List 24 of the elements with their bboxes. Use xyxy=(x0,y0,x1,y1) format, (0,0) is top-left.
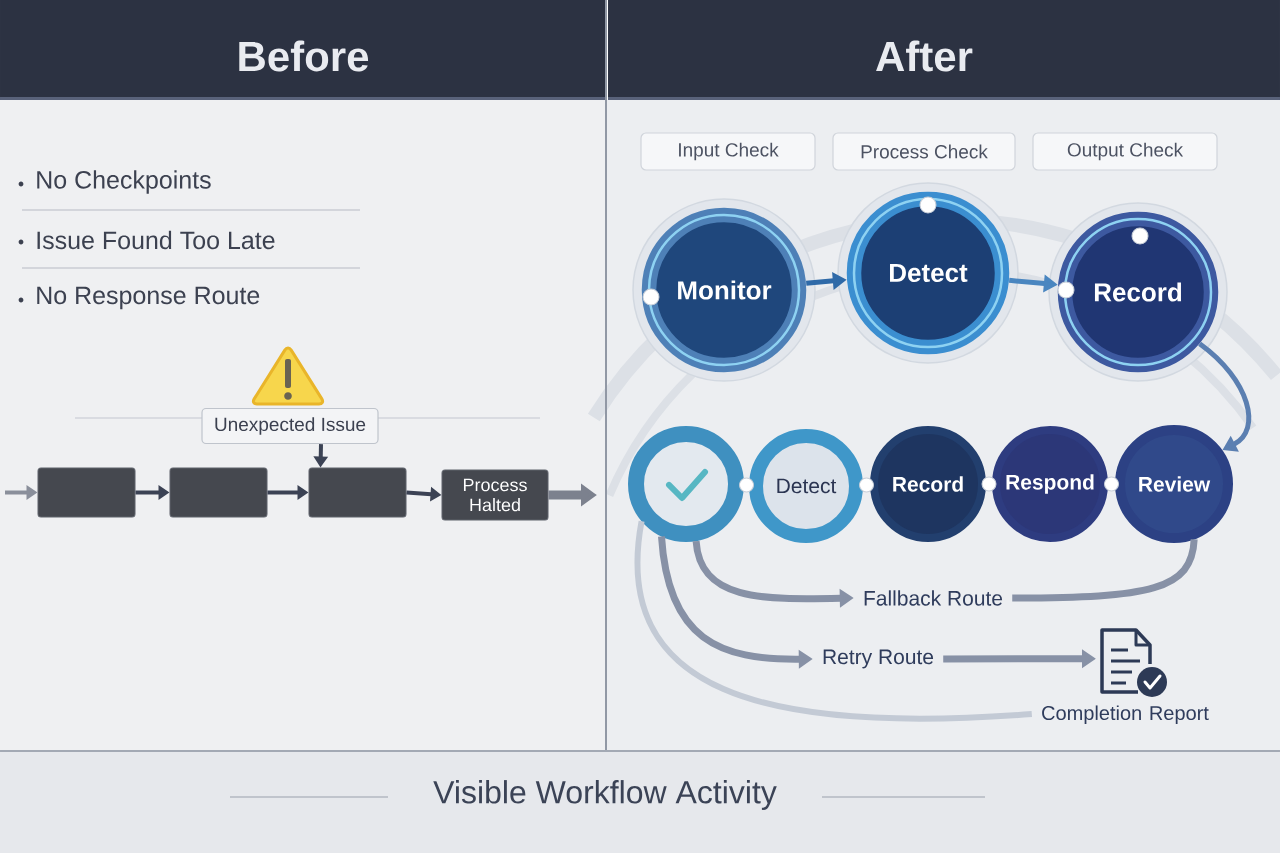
connector-dot xyxy=(1104,476,1119,492)
tag-box: Output Check xyxy=(1032,132,1218,171)
connector-dot xyxy=(981,476,997,492)
route-label: Fallback Route xyxy=(864,590,1003,606)
list-item: No Response Route xyxy=(37,286,260,310)
header-band: After xyxy=(608,0,1280,100)
list-item: No Checkpoints xyxy=(37,170,211,194)
callout-box: Unexpected Issue xyxy=(201,407,379,445)
step-circle xyxy=(628,426,744,542)
connector-line xyxy=(634,520,1032,722)
list-item: Issue Found Too Late xyxy=(37,230,275,250)
header-band: Before xyxy=(0,0,605,100)
caption: Visible Workflow Activity xyxy=(433,780,777,810)
process-box xyxy=(37,467,136,518)
connector-dot xyxy=(859,477,874,493)
tag-box: Process Check xyxy=(832,132,1016,171)
arrow xyxy=(1198,341,1252,452)
connector-dot xyxy=(739,477,754,493)
tag-box: Input Check xyxy=(640,132,816,171)
route-label: Retry Route xyxy=(823,649,934,669)
report-label: Completion Report xyxy=(1042,705,1209,725)
process-box: Process Halted xyxy=(441,469,549,521)
process-box xyxy=(169,467,268,518)
process-box xyxy=(308,467,407,518)
